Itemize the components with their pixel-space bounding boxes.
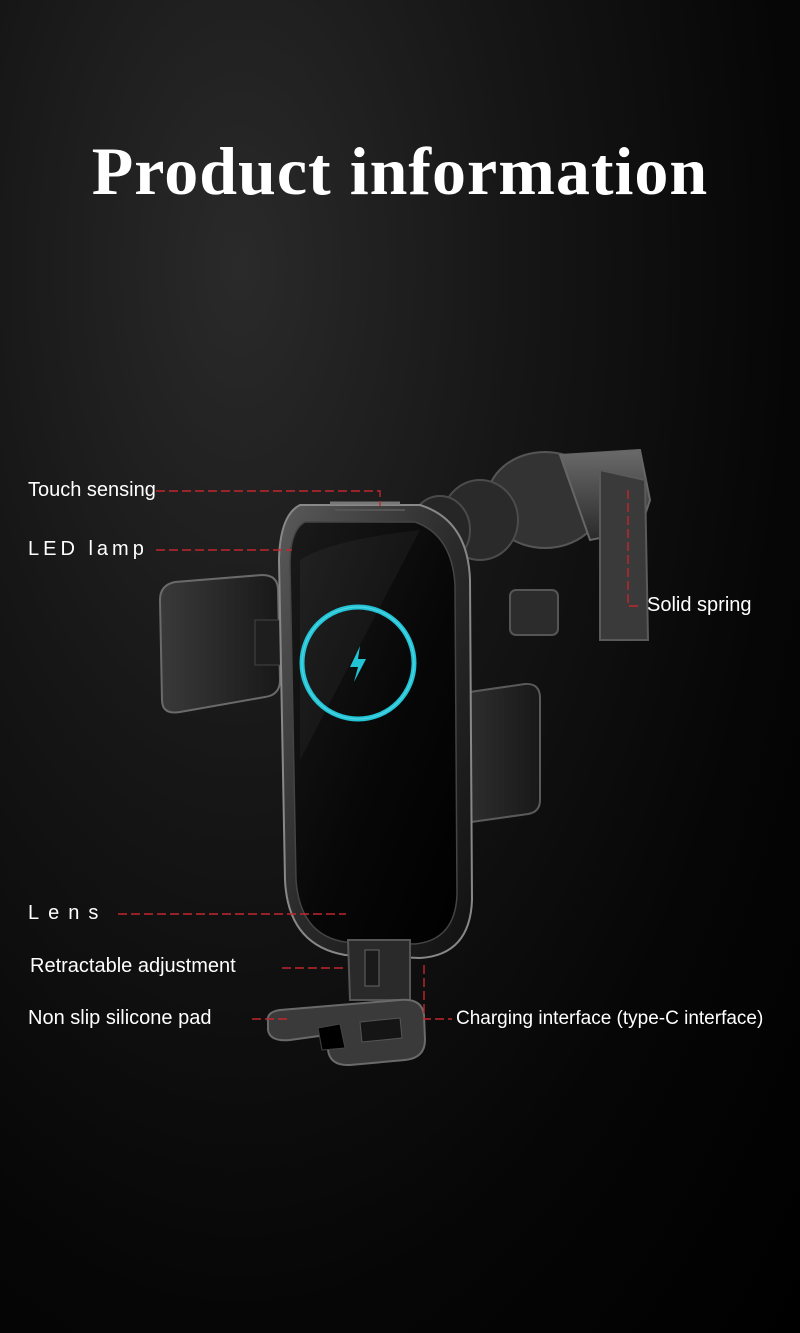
page-title: Product information xyxy=(91,133,709,209)
solid-spring-line xyxy=(627,490,642,607)
charging-ring xyxy=(299,604,417,722)
callout-led-lamp: LED lamp xyxy=(28,538,148,560)
bottom-support xyxy=(266,939,427,1067)
left-arm xyxy=(158,573,296,714)
touch-sensing-line xyxy=(156,490,381,506)
lightning-bolt-icon xyxy=(350,646,366,682)
callout-retractable-adjustment: Retractable adjustment xyxy=(30,955,236,977)
callout-charging-interface: Charging interface (type-C interface) xyxy=(456,1008,764,1029)
charging-interface-line xyxy=(423,965,452,1020)
callout-solid-spring: Solid spring xyxy=(647,594,752,616)
callout-non-slip-pad: Non slip silicone pad xyxy=(28,1007,212,1029)
callout-touch-sensing: Touch sensing xyxy=(28,479,156,501)
callout-lens: Lens xyxy=(28,902,108,924)
